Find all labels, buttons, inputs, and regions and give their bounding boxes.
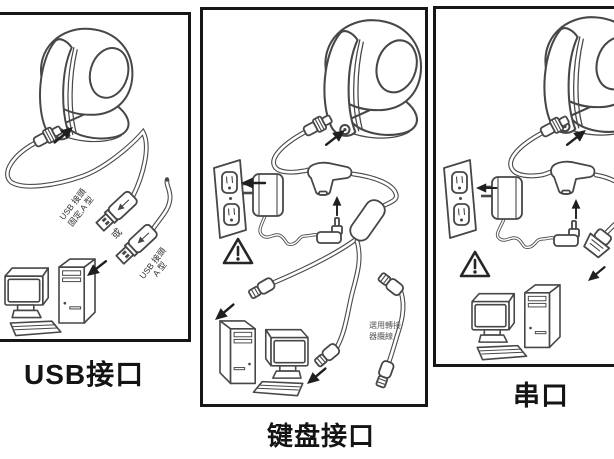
warning-icon — [222, 237, 254, 265]
scanner-icon — [38, 27, 136, 143]
dc-power-plug-icon — [553, 220, 580, 247]
keyboard-panel-drawing: 選用轉接 器纜線 — [210, 19, 424, 397]
power-outlet-icon — [213, 159, 247, 239]
arrow-to-splitter-jack-icon — [331, 195, 343, 217]
power-outlet-icon — [443, 159, 477, 239]
warning-icon — [459, 250, 491, 278]
usb-panel-drawing: USB 接頭 固定,A 型 或 USB 接頭 A 型 — [4, 27, 173, 337]
serial-panel-drawing — [443, 16, 614, 361]
serial-panel — [433, 6, 614, 367]
ps2-plug-computer-icon — [246, 275, 277, 302]
y-boot-icon — [349, 199, 386, 242]
arrow-to-serial-port-icon — [583, 262, 609, 286]
cable-splitter-icon — [307, 161, 353, 196]
ps2-plug-optional-bottom-icon — [373, 359, 396, 390]
keyboard-panel: 選用轉接 器纜線 — [200, 7, 428, 407]
cable-splitter-icon — [550, 160, 596, 195]
optional-cable-label-line2: 器纜線 — [369, 331, 393, 341]
computer-icon — [4, 258, 96, 337]
power-adapter-icon — [479, 175, 524, 221]
ps2-plug-keyboard-icon — [312, 341, 342, 370]
keyboard-caption: 键盘接口 — [267, 421, 376, 451]
arrow-to-keyboard-icon — [302, 363, 331, 390]
usb-a-plug-fixed-icon — [93, 189, 140, 234]
arrow-to-splitter-jack-icon — [570, 198, 582, 220]
usb-caption: USB接口 — [24, 359, 145, 390]
ps2-plug-optional-top-icon — [375, 270, 406, 298]
or-label: 或 — [109, 226, 125, 242]
usb-panel: USB 接頭 固定,A 型 或 USB 接頭 A 型 — [0, 12, 191, 342]
computer-icon — [219, 320, 309, 397]
scanner-cable-connector-icon — [300, 111, 335, 140]
dc-power-plug-icon — [316, 217, 343, 244]
optional-cable-label-line1: 選用轉接 — [369, 320, 401, 330]
serial-caption: 串口 — [513, 381, 569, 411]
computer-icon — [471, 284, 561, 361]
scanner-icon — [323, 19, 424, 140]
